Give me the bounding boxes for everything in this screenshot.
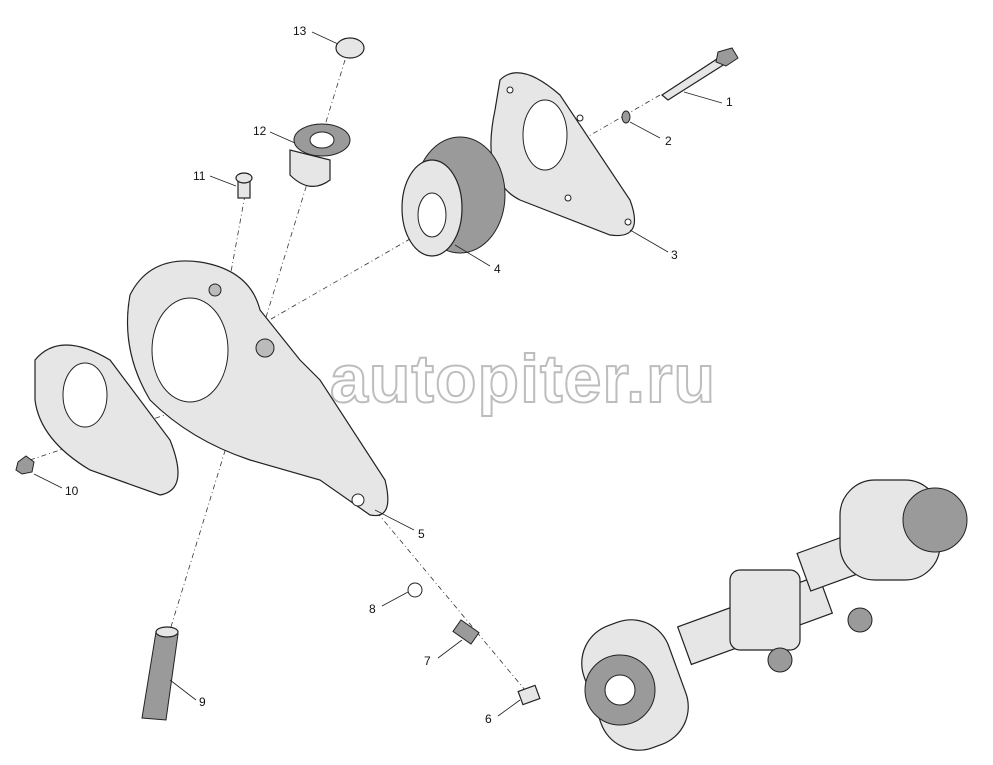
axle-assembly-overview [581, 479, 968, 751]
cover-plate-part-3 [490, 72, 636, 237]
gear-part-4 [401, 136, 506, 257]
washer-part-2 [621, 110, 631, 124]
callout-4: 4 [494, 262, 501, 276]
watermark: autopiter.ru [329, 340, 717, 418]
splined-shaft-part-9 [141, 626, 179, 721]
cap-part-13 [335, 37, 365, 59]
slack-adjuster-part-5 [126, 260, 389, 517]
plug-part-6 [517, 684, 541, 706]
callout-2: 2 [665, 134, 672, 148]
callout-12: 12 [253, 124, 267, 138]
nut-part-10 [15, 455, 35, 475]
callout-7: 7 [424, 654, 431, 668]
callout-13: 13 [293, 24, 307, 38]
bolt-part-1 [660, 47, 739, 101]
callout-11: 11 [193, 169, 206, 183]
bushing-part-12 [289, 123, 351, 187]
ring-part-8 [407, 582, 423, 598]
callout-1: 1 [726, 95, 733, 109]
callout-leaders [33, 31, 723, 717]
callout-9: 9 [199, 695, 206, 709]
callout-8: 8 [369, 602, 376, 616]
callout-10: 10 [65, 484, 79, 498]
callout-6: 6 [485, 712, 492, 726]
callout-5: 5 [418, 527, 425, 541]
grease-nipple-part-11 [235, 172, 253, 199]
spring-part-7 [452, 619, 480, 645]
callout-3: 3 [671, 248, 678, 262]
gasket-plate-part-10 [34, 344, 179, 496]
